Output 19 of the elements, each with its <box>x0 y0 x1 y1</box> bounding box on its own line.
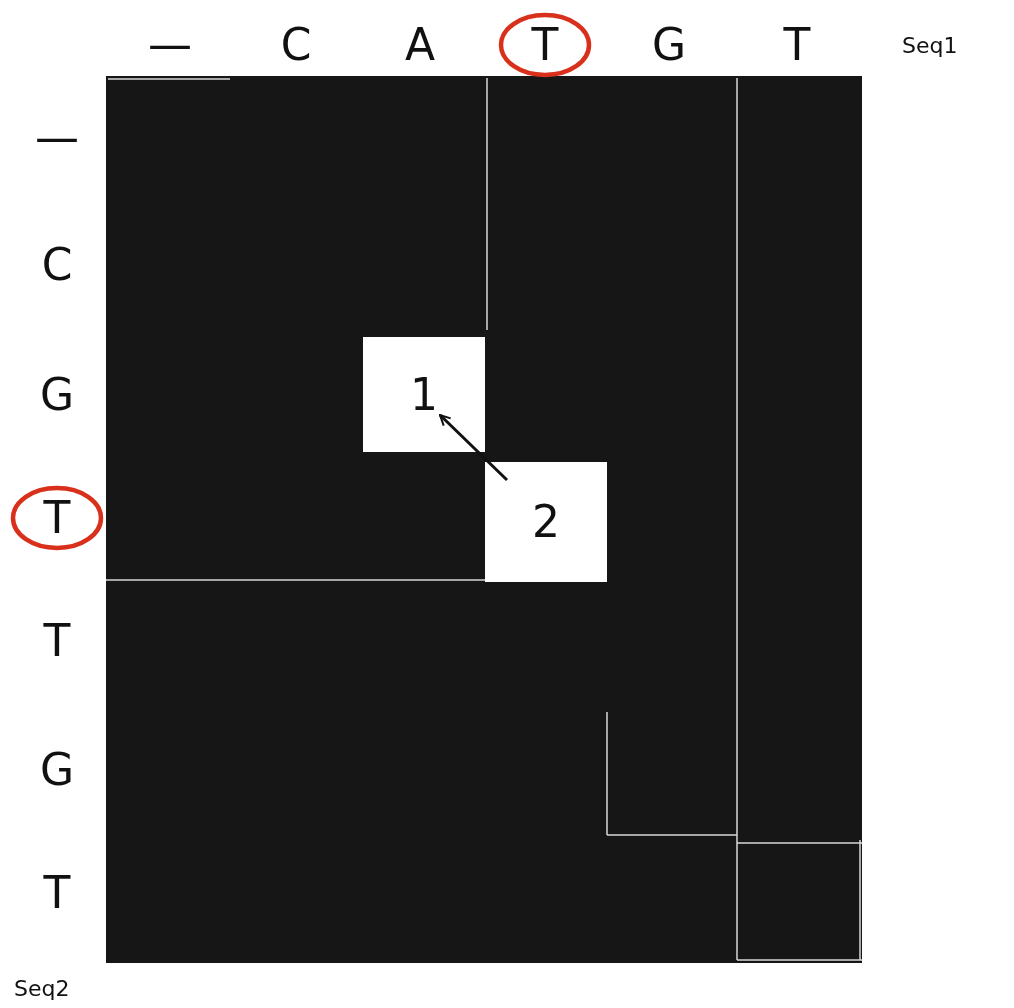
score-number: 1 <box>410 369 438 420</box>
row-header: G <box>38 745 76 795</box>
column-header: T <box>782 20 812 70</box>
row-header: C <box>40 240 74 290</box>
score-number: 2 <box>532 497 560 547</box>
column-header: C <box>279 20 313 70</box>
matrix-cell <box>363 337 485 452</box>
row-header: G <box>38 370 76 420</box>
row-header: T <box>42 616 72 666</box>
column-header: A <box>403 20 437 70</box>
row-header: — <box>34 113 80 163</box>
axis-label: Seq1 <box>902 33 958 59</box>
column-header: — <box>147 20 193 70</box>
row-header: T <box>42 493 72 543</box>
matrix-cell <box>485 462 607 582</box>
row-header: T <box>42 868 72 918</box>
column-header: T <box>530 20 560 70</box>
column-header: G <box>650 20 688 70</box>
axis-label: Seq2 <box>14 976 70 1002</box>
